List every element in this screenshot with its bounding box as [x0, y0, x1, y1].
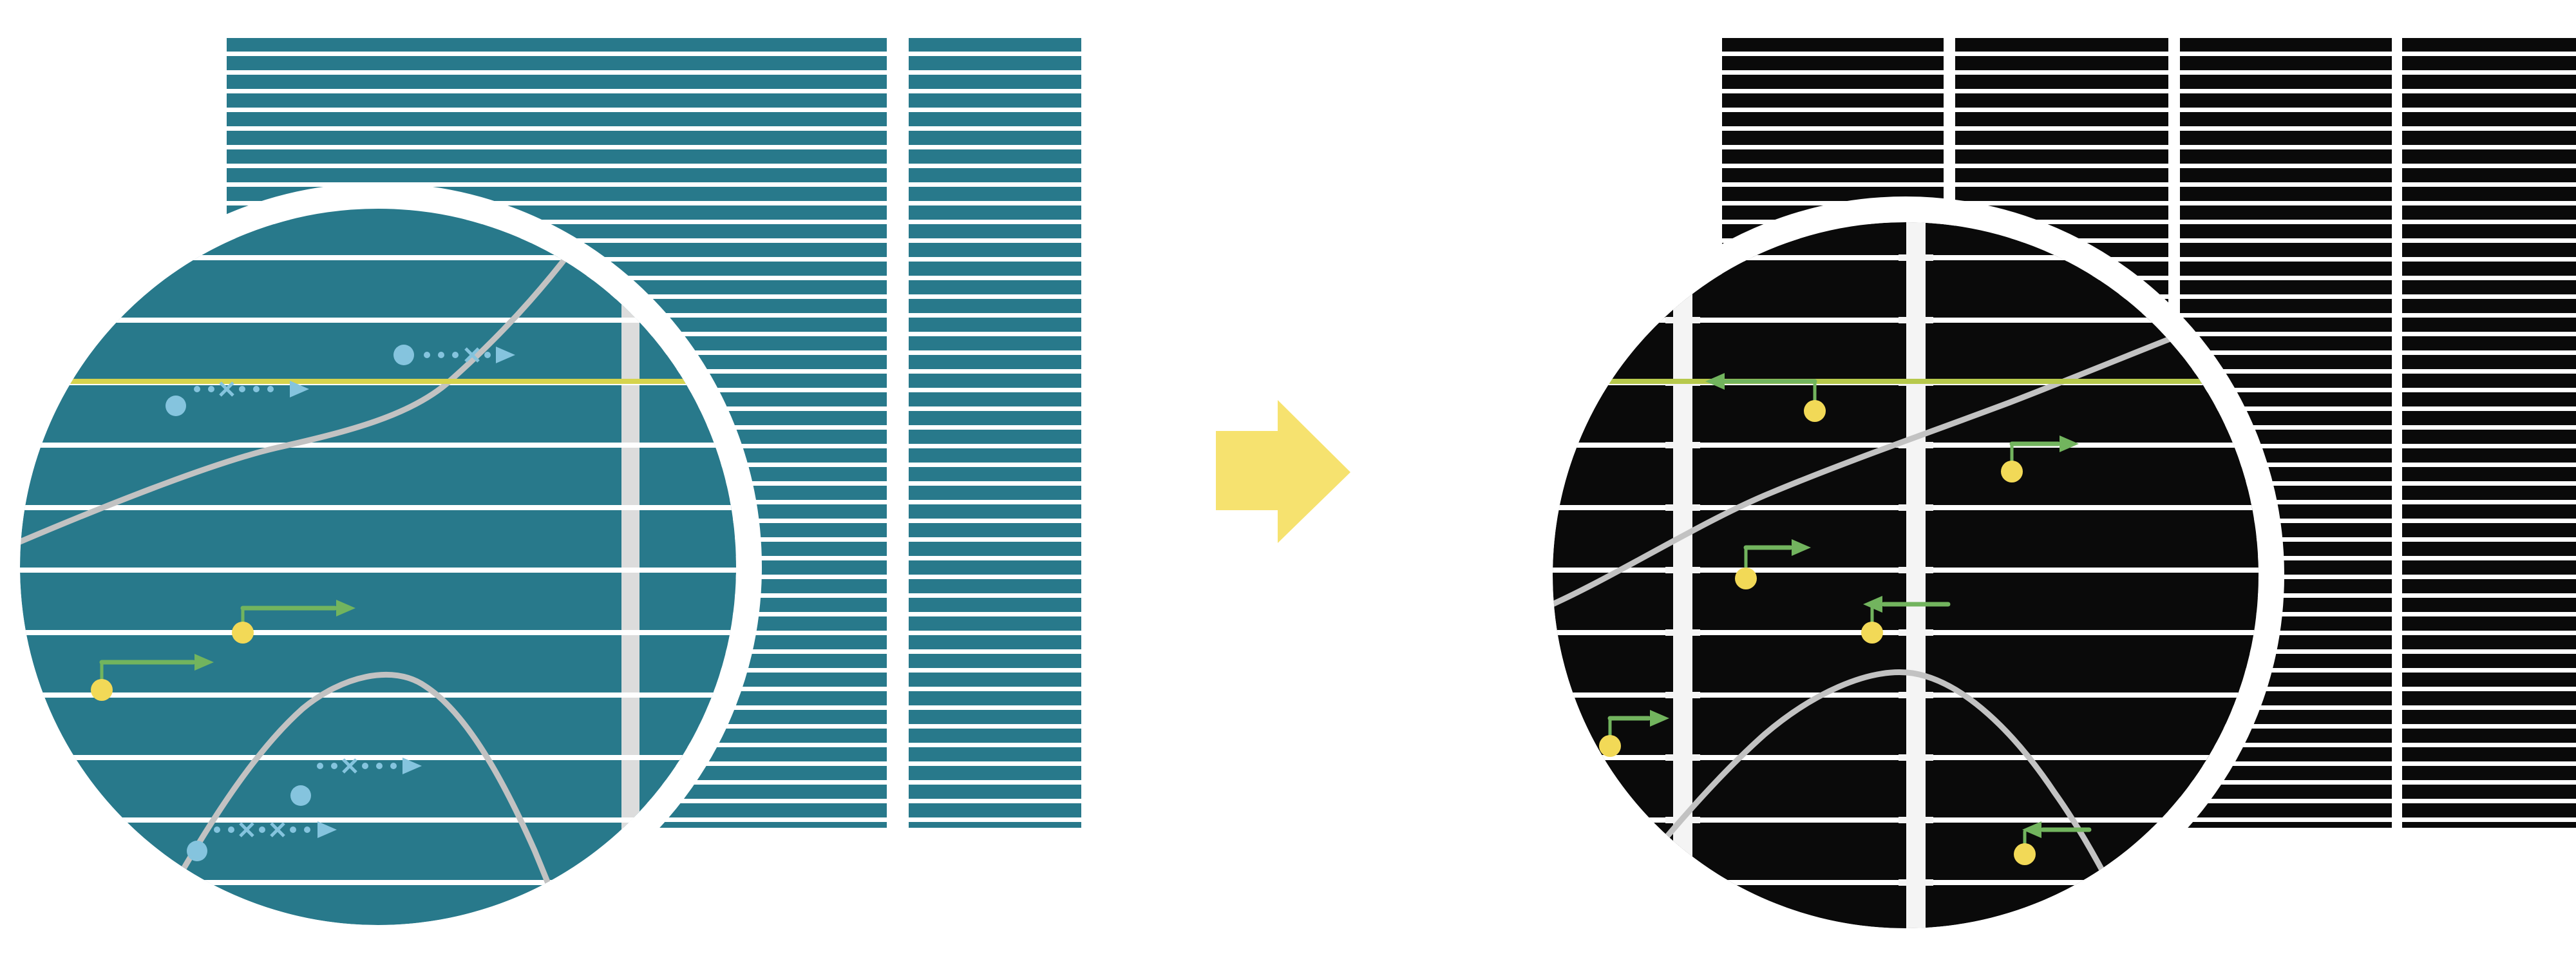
busbar-1-ticks — [1665, 301, 1700, 849]
left-grain-boundaries — [20, 209, 605, 925]
trail-dot — [290, 826, 296, 833]
right-grain-boundaries — [1553, 298, 2259, 928]
dopant-dot — [2014, 843, 2036, 865]
dopant-dot — [2001, 461, 2023, 482]
impurity-dot — [393, 345, 414, 365]
grain-boundary-lower — [145, 671, 573, 925]
trail-dot — [438, 352, 444, 358]
busbar-2-ticks — [1899, 222, 1933, 928]
trail-dot — [376, 763, 383, 769]
dopant-dot — [1599, 735, 1621, 757]
trail-dot — [194, 386, 200, 392]
grain-boundary-upper — [1553, 298, 2259, 612]
trail-dot — [424, 352, 430, 358]
trail-dot — [304, 826, 310, 833]
trail-dot — [253, 386, 260, 392]
impurity-track-b — [166, 381, 309, 416]
trail-dot — [259, 826, 265, 833]
left-cell-section-2-gridlines — [909, 38, 1081, 828]
trail-dot — [452, 352, 459, 358]
dopant-dot — [1804, 400, 1826, 422]
trail-dot — [362, 763, 368, 769]
trail-dot — [390, 763, 397, 769]
dopant-dot — [1735, 568, 1757, 589]
trail-dot — [484, 352, 491, 358]
dopant-dot — [232, 622, 254, 644]
grain-boundary-upper — [20, 209, 605, 551]
impurity-track-a — [393, 345, 515, 365]
left-magnifier-ring — [0, 183, 762, 951]
right-dopant-arrows — [1607, 373, 2092, 846]
trail-dot — [208, 386, 214, 392]
impurity-track-c — [290, 758, 422, 806]
right-cell-section-4-gridlines — [2402, 38, 2576, 828]
trail-dot — [267, 386, 274, 392]
left-magnifier-content — [20, 209, 736, 925]
trail-dot — [239, 386, 245, 392]
dopant-dot — [1861, 622, 1883, 644]
left-dopant-dots — [91, 622, 254, 701]
dopant-dot — [91, 679, 113, 701]
trail-dot — [228, 826, 234, 833]
right-dopant-dots — [1599, 400, 2036, 865]
trail-dot — [214, 826, 220, 833]
right-magnifier-content — [1553, 222, 2259, 928]
transition-arrow-icon — [1216, 400, 1350, 543]
grain-boundary-lower — [1587, 669, 2135, 928]
impurity-dot — [166, 396, 186, 416]
left-magnifier — [0, 183, 762, 951]
trail-dot — [317, 763, 323, 769]
impurity-dot — [187, 841, 207, 861]
right-magnifier — [1527, 196, 2284, 954]
left-impurity-markers — [166, 345, 515, 861]
impurity-dot — [290, 785, 311, 806]
left-magnifier-gridlines — [20, 209, 736, 925]
trail-dot — [331, 763, 337, 769]
right-magnifier-busbars — [1665, 222, 1933, 928]
right-magnifier-ring — [1527, 196, 2284, 954]
impurity-track-d — [187, 821, 337, 861]
